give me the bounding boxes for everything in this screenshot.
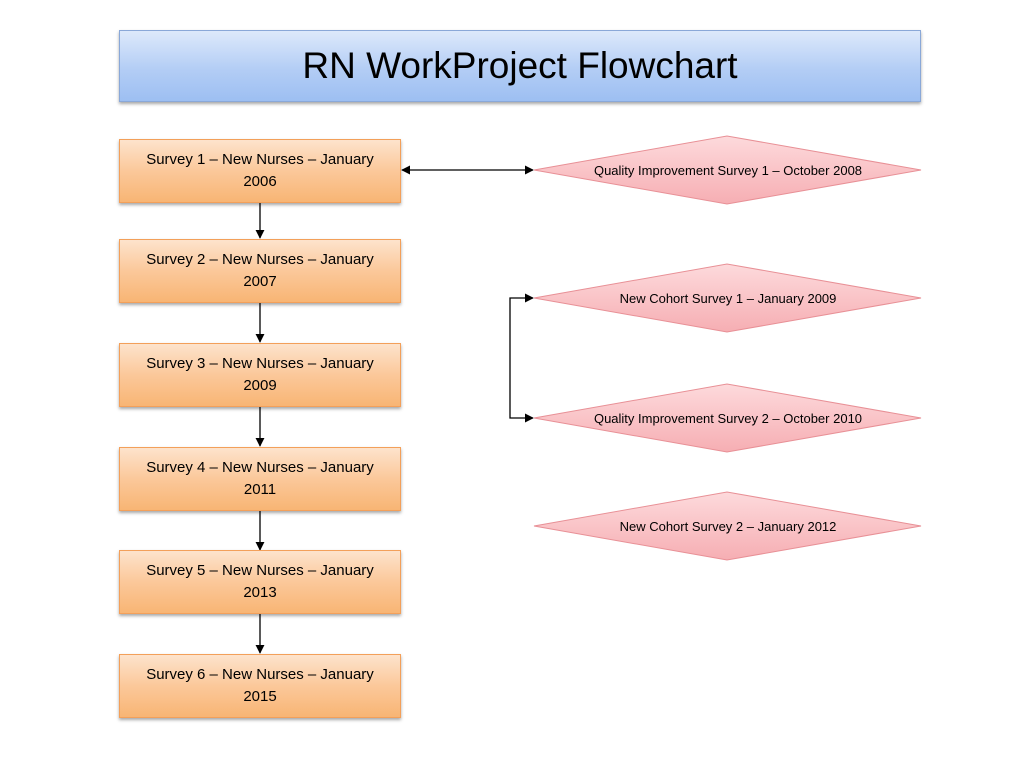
qi-survey-1-label: Quality Improvement Survey 1 – October 2… [593, 162, 863, 178]
arrow-cohort1-to-qi2 [509, 293, 534, 423]
survey-6-label: Survey 6 – New Nurses – January 2015 [146, 666, 374, 705]
cohort-survey-1-label: New Cohort Survey 1 – January 2009 [619, 290, 837, 306]
survey-4-label: Survey 4 – New Nurses – January 2011 [146, 459, 374, 498]
page-title-text: RN WorkProject Flowchart [302, 45, 738, 86]
qi-survey-2-label: Quality Improvement Survey 2 – October 2… [593, 410, 863, 426]
cohort-survey-1-diamond: New Cohort Survey 1 – January 2009 [533, 263, 923, 333]
survey-1-label: Survey 1 – New Nurses – January 2006 [146, 151, 374, 190]
survey-5-box: Survey 5 – New Nurses – January 2013 [119, 550, 401, 614]
survey-6-box: Survey 6 – New Nurses – January 2015 [119, 654, 401, 718]
survey-4-box: Survey 4 – New Nurses – January 2011 [119, 447, 401, 511]
survey-1-box: Survey 1 – New Nurses – January 2006 [119, 139, 401, 203]
survey-2-label: Survey 2 – New Nurses – January 2007 [146, 251, 374, 290]
survey-3-box: Survey 3 – New Nurses – January 2009 [119, 343, 401, 407]
survey-5-label: Survey 5 – New Nurses – January 2013 [146, 562, 374, 601]
survey-3-label: Survey 3 – New Nurses – January 2009 [146, 355, 374, 394]
qi-survey-1-diamond: Quality Improvement Survey 1 – October 2… [533, 135, 923, 205]
qi-survey-2-diamond: Quality Improvement Survey 2 – October 2… [533, 383, 923, 453]
cohort-survey-2-label: New Cohort Survey 2 – January 2012 [619, 518, 837, 534]
cohort-survey-2-diamond: New Cohort Survey 2 – January 2012 [533, 491, 923, 561]
page-title: RN WorkProject Flowchart [119, 30, 921, 102]
survey-2-box: Survey 2 – New Nurses – January 2007 [119, 239, 401, 303]
